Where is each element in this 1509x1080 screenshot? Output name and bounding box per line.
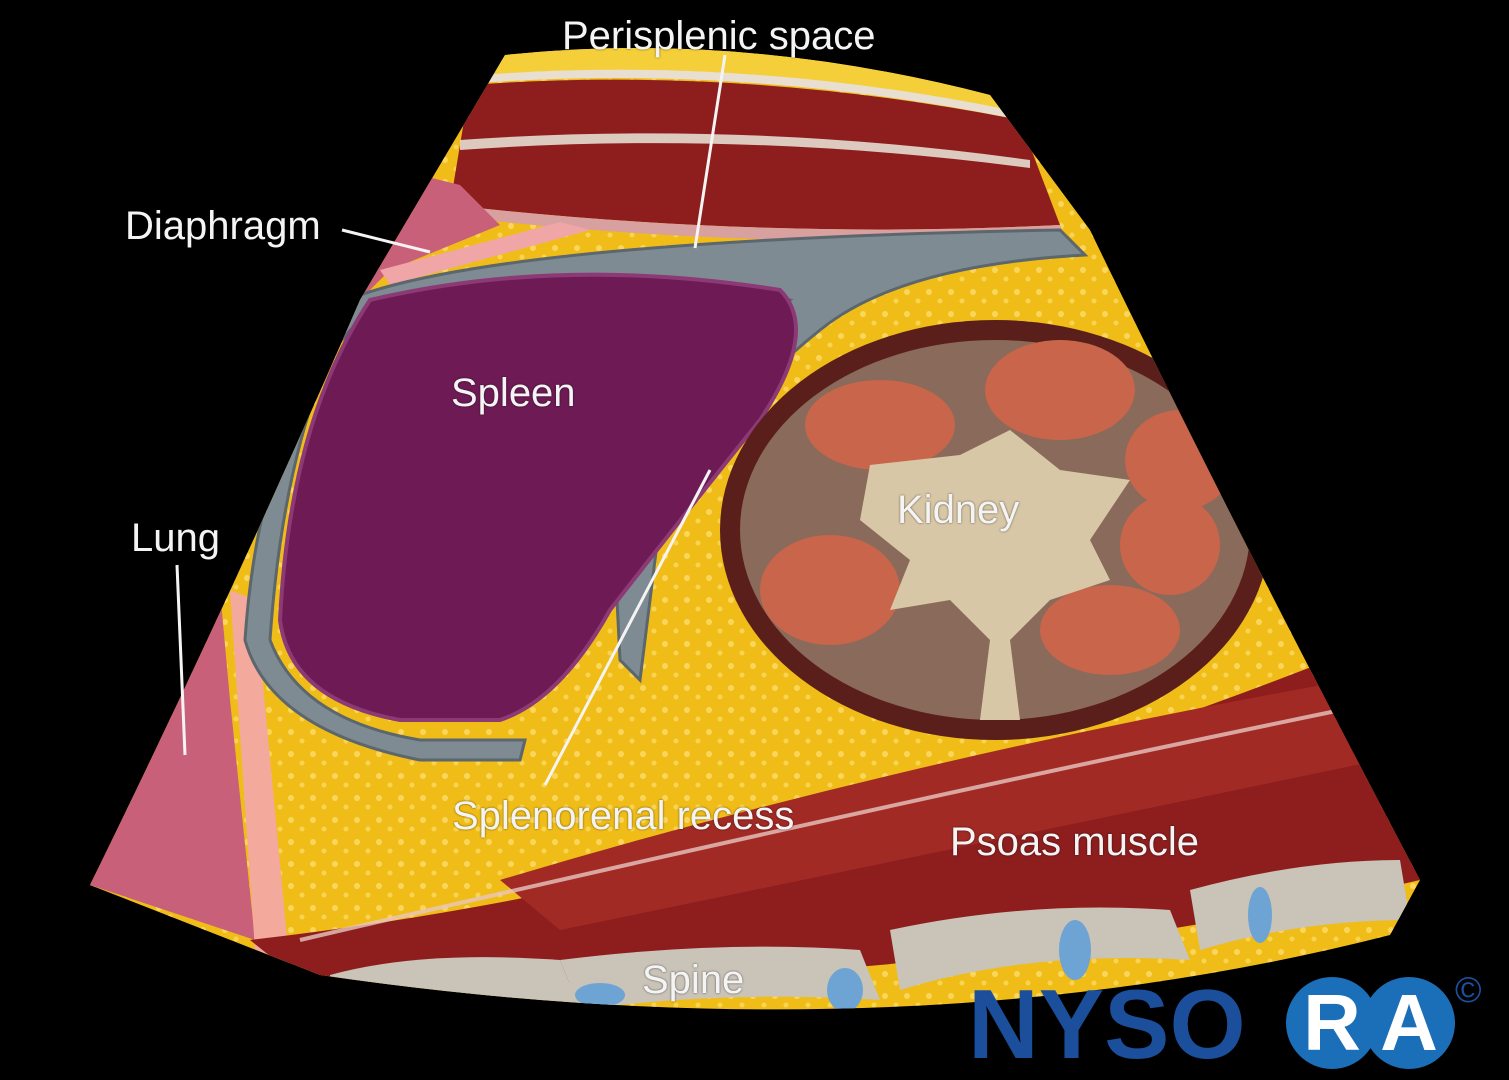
diaphragm-leader [341, 228, 431, 254]
logo-r-circle: R [1286, 977, 1378, 1069]
spleen [277, 272, 798, 722]
splenorenal-leader [543, 469, 712, 786]
perisplenic-space-label: Perisplenic space [562, 14, 876, 58]
diaphragm-label: Diaphragm [125, 204, 321, 248]
splenorenal-recess-label: Splenorenal recess [452, 794, 795, 838]
logo-a-circle: A [1363, 977, 1455, 1069]
lung-label: Lung [131, 516, 220, 560]
lung-leader [175, 564, 187, 756]
abdominal-wall-muscle [450, 79, 1060, 230]
kidney [720, 320, 1270, 740]
psoas-muscle [500, 680, 1380, 930]
kidney-label: Kidney [897, 488, 1020, 532]
spine-label: Spine [642, 958, 745, 1002]
copyright-mark: © [1455, 969, 1482, 1010]
lung [90, 590, 255, 940]
psoas-muscle-label: Psoas muscle [950, 820, 1199, 864]
spine [330, 860, 1410, 1010]
perisplenic-leader [693, 54, 727, 249]
spleen-label: Spleen [451, 371, 576, 415]
nysora-logo: NYSO R A © [968, 969, 1482, 1079]
